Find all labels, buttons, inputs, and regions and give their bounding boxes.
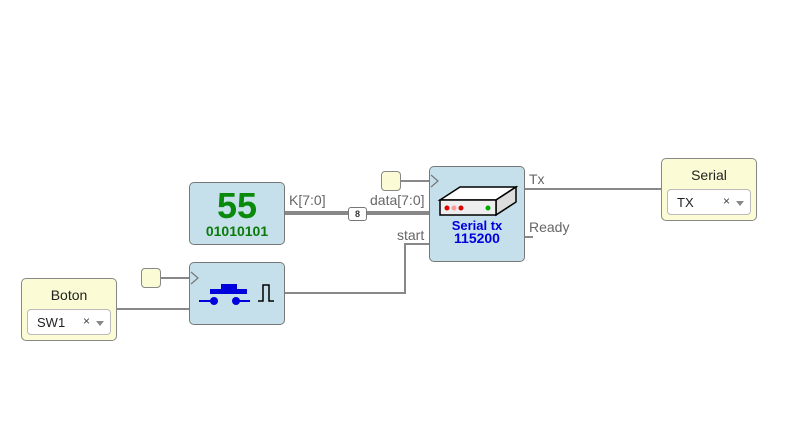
output-serial: Serial TX × [661, 158, 757, 221]
serial-tx-baud: 115200 [454, 230, 500, 246]
constant-block[interactable]: 55 01010101 [189, 182, 285, 245]
boton-pin-value: SW1 [37, 315, 66, 330]
constant-value: 55 [216, 185, 258, 226]
constant-binary: 01010101 [205, 223, 269, 239]
clock-input-tx[interactable] [381, 171, 401, 191]
boton-title: Boton [50, 287, 88, 303]
pushbutton-icon [190, 271, 274, 305]
ready-label: Ready [529, 219, 570, 235]
chevron-down-icon[interactable] [96, 321, 104, 326]
serial-tx-block[interactable]: Serial tx 115200 [429, 166, 525, 262]
serial-pin-value: TX [677, 195, 694, 210]
button-block[interactable] [189, 262, 285, 325]
serial-device-icon [430, 174, 519, 217]
data-label: data[7:0] [370, 192, 425, 208]
tx-label: Tx [529, 171, 545, 187]
k-label: K[7:0] [289, 192, 326, 208]
input-boton: Boton SW1 × [21, 278, 117, 341]
serial-pin-select[interactable]: TX × [667, 189, 751, 215]
boton-pin-select[interactable]: SW1 × [27, 309, 111, 335]
serial-title: Serial [691, 167, 727, 183]
chevron-down-icon[interactable] [736, 201, 744, 206]
start-wire [285, 243, 430, 294]
bus-width-badge: 8 [348, 207, 367, 221]
clock-input-btn[interactable] [141, 268, 161, 288]
serial-tx-name: Serial tx [451, 218, 503, 233]
start-label: start [397, 227, 425, 243]
clear-icon[interactable]: × [82, 314, 90, 328]
clear-icon[interactable]: × [722, 194, 730, 208]
